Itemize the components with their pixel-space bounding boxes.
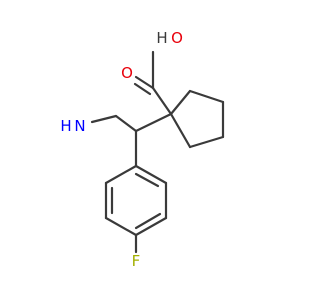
bond-aryl-6 [134,164,168,185]
bond-ring-5 [169,112,192,149]
structure-canvas: H O O H N F [60,29,225,270]
bond-ring-1 [169,89,192,116]
bond-ring-2 [188,89,225,104]
carbonyl-o-label: O [121,64,133,82]
bond-ring-4 [188,135,225,149]
hydroxyl-o-label: O [171,29,183,47]
bond-aryl-3 [104,216,138,237]
bond-quaternary-ch [134,112,173,133]
bond-ch2-n [90,114,118,124]
aromatic-inner-3 [134,172,160,188]
bond-aryl-1 [104,164,138,185]
bond-aryl-4 [134,216,168,237]
amine-n-label: N [74,117,85,135]
molecule-structure: H O O H N F [60,29,225,270]
amine-h-label: H [60,117,71,135]
fluorine-label: F [132,252,141,270]
hydroxyl-h-label: H [156,29,167,47]
aromatic-inner-2 [134,212,162,230]
bond-ch-ch2 [114,114,138,133]
bond-c-carbonyl-double [133,82,152,96]
bond-c-carbonyl [134,75,155,90]
bond-carboxyl-quaternary [151,86,173,116]
